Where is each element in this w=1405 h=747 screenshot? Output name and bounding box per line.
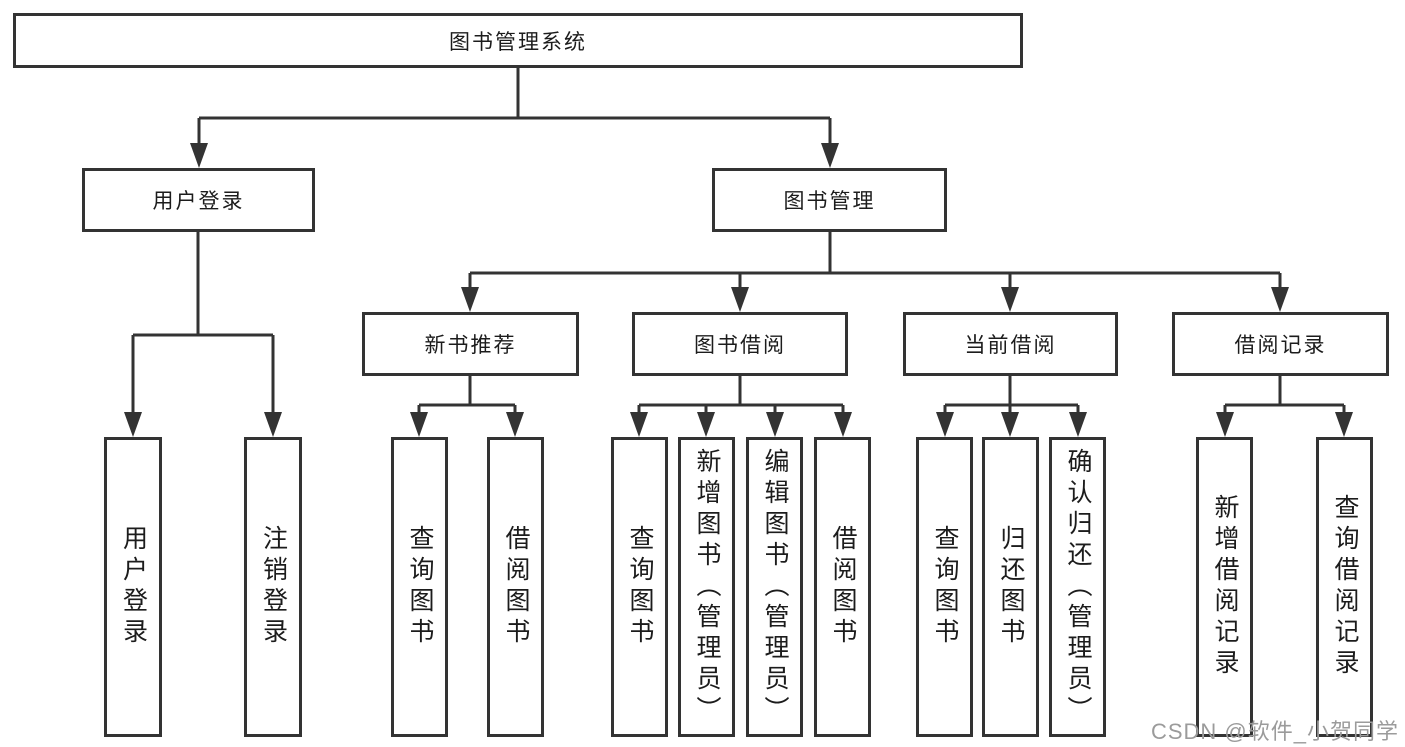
leaf-query-books-current: 查询图书 — [916, 437, 973, 737]
leaf-borrow-books-recommend: 借阅图书 — [487, 437, 544, 737]
watermark: CSDN @软件_小贺同学 — [1150, 719, 1399, 744]
leaf-query-borrow-record: 查询借阅记录 — [1316, 437, 1373, 737]
leaf-query-books-borrow: 查询图书 — [611, 437, 668, 737]
leaf-return-books: 归还图书 — [982, 437, 1039, 737]
leaf-query-books-recommend: 查询图书 — [391, 437, 448, 737]
leaf-user-login: 用户登录 — [104, 437, 162, 737]
node-book-management: 图书管理 — [712, 168, 947, 232]
arrowheads — [124, 143, 1353, 437]
leaf-logout: 注销登录 — [244, 437, 302, 737]
node-book-borrow: 图书借阅 — [632, 312, 848, 376]
leaf-add-borrow-record: 新增借阅记录 — [1196, 437, 1253, 737]
leaf-borrow-books: 借阅图书 — [814, 437, 871, 737]
node-new-book-recommend: 新书推荐 — [362, 312, 579, 376]
node-root: 图书管理系统 — [13, 13, 1023, 68]
node-user-login: 用户登录 — [82, 168, 315, 232]
leaf-confirm-return-admin: 确认归还（管理员） — [1049, 437, 1106, 737]
leaf-edit-book-admin: 编辑图书（管理员） — [746, 437, 803, 737]
node-current-borrow: 当前借阅 — [903, 312, 1118, 376]
node-borrow-records: 借阅记录 — [1172, 312, 1389, 376]
leaf-add-book-admin: 新增图书（管理员） — [678, 437, 735, 737]
